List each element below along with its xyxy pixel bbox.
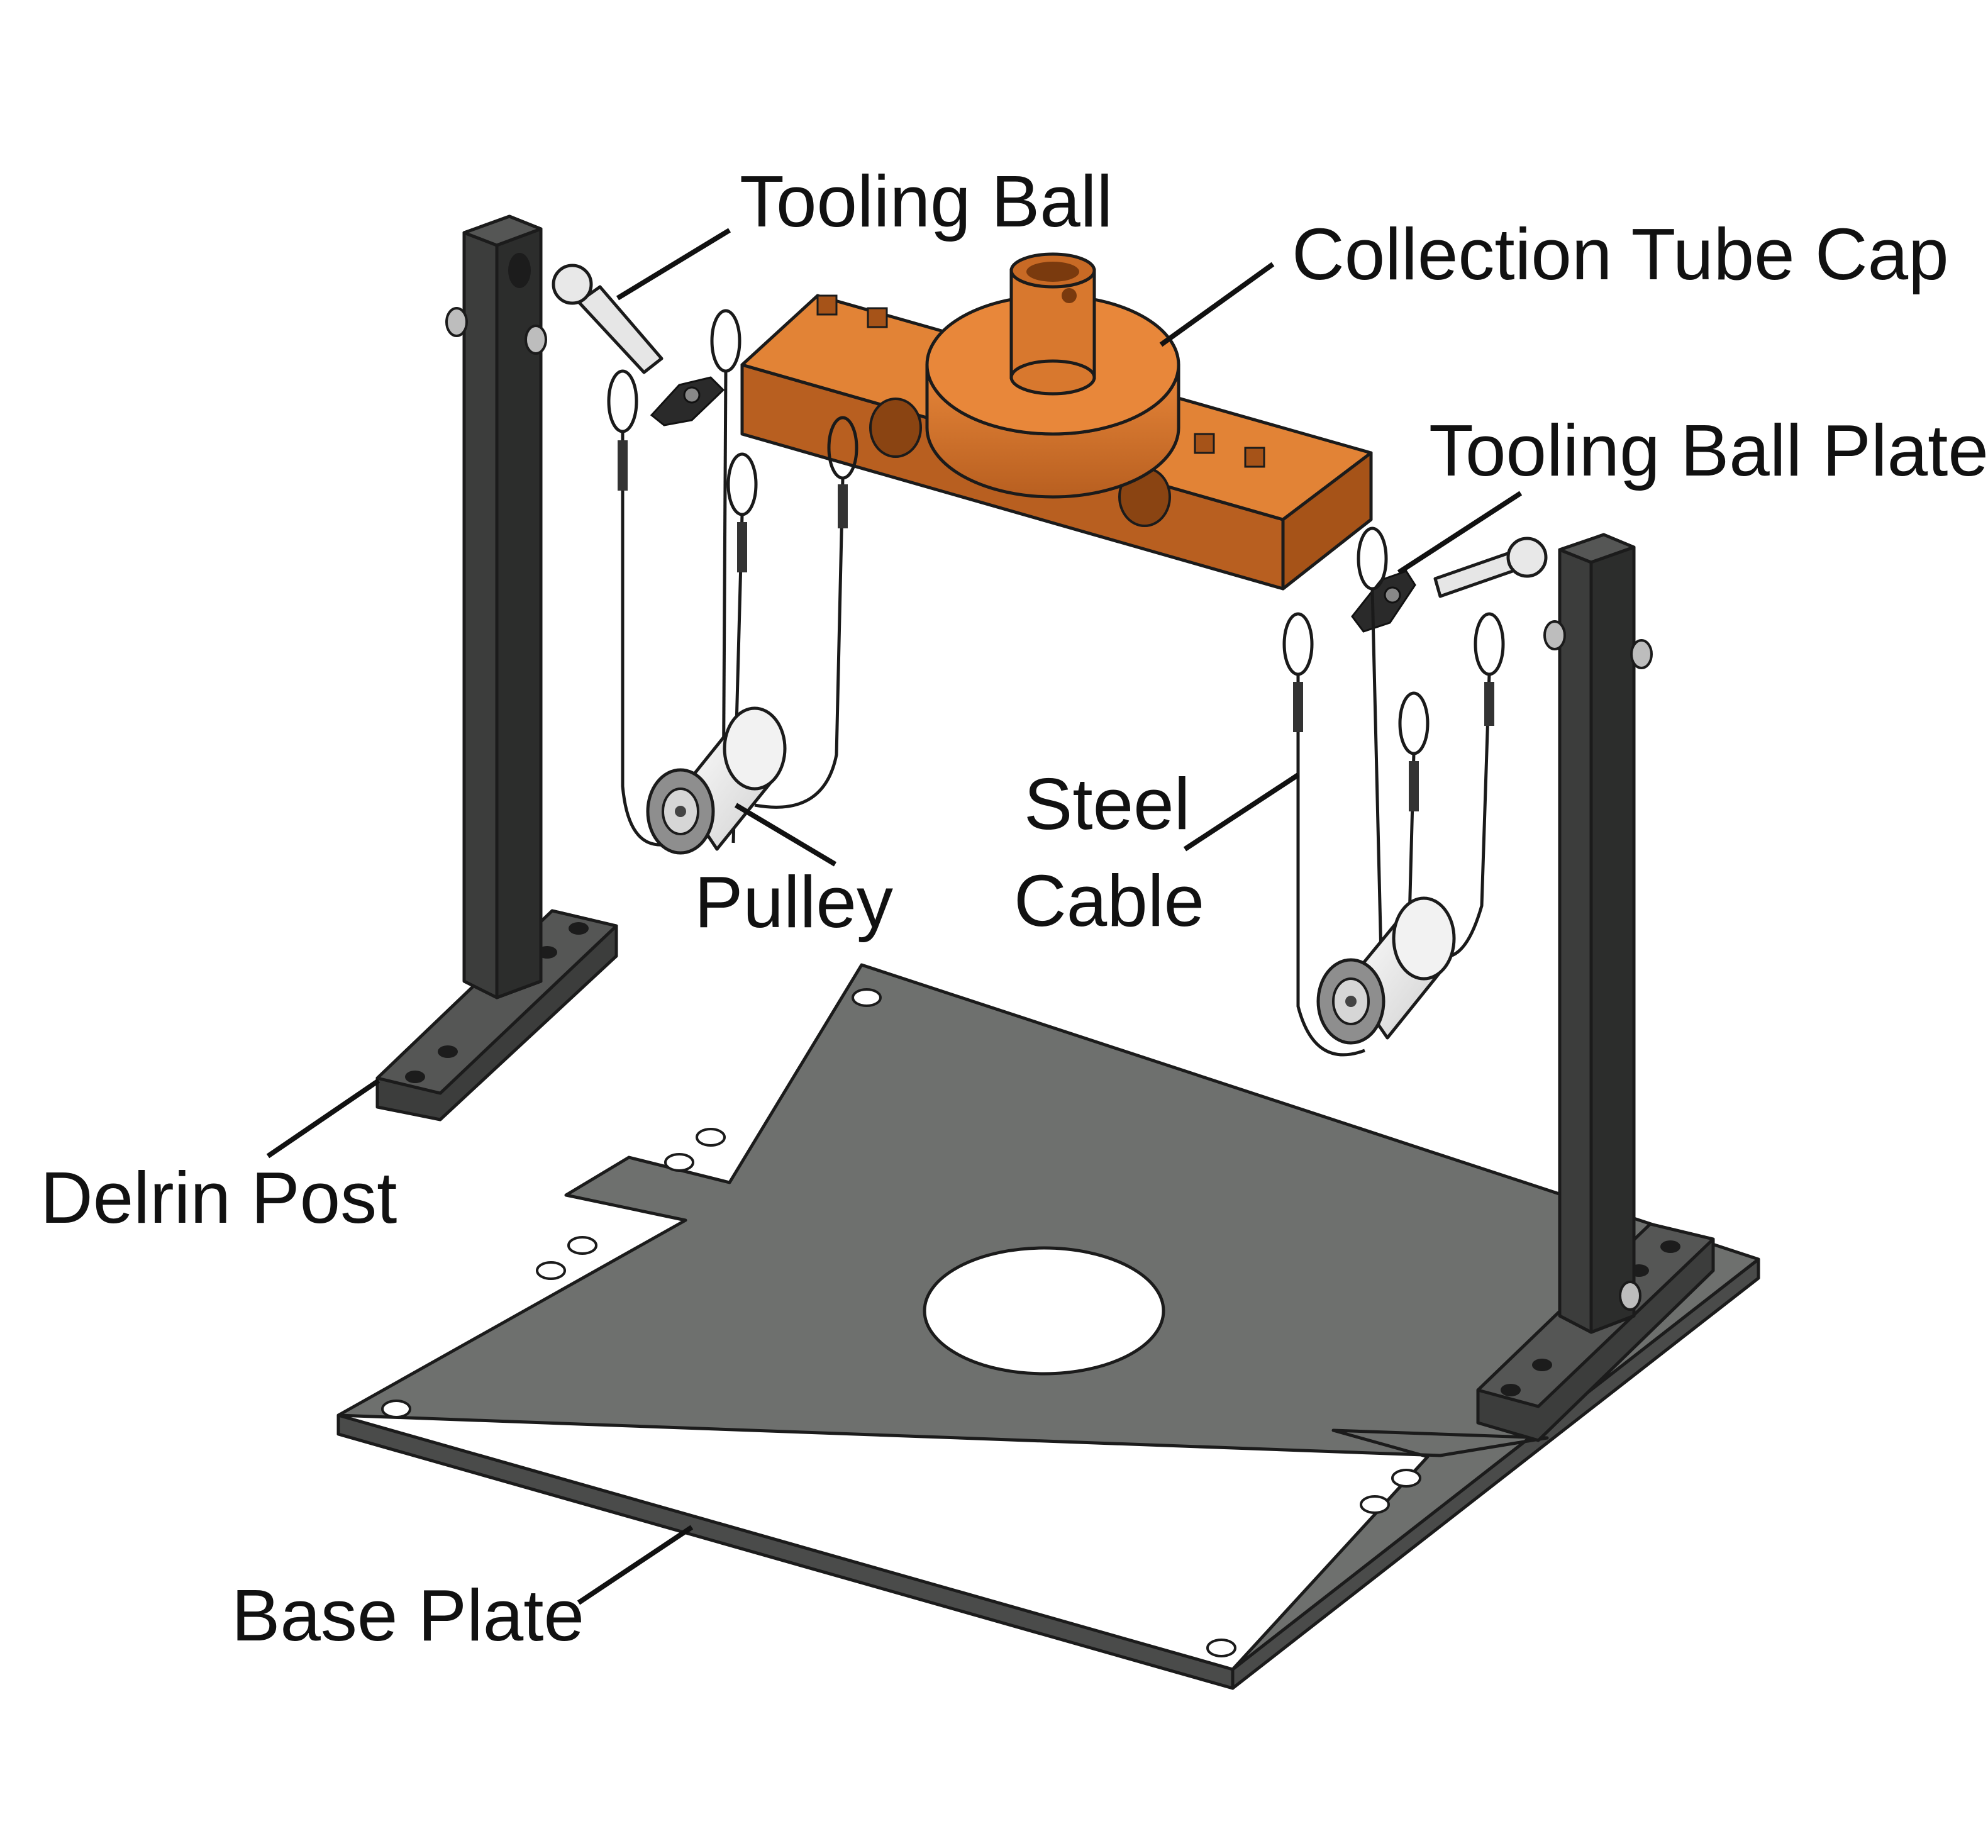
delrin-post-left	[375, 214, 618, 1122]
label-pulley: Pulley	[694, 861, 893, 943]
leader-base-plate	[577, 1525, 694, 1605]
label-steel-cable-line1: Steel	[1024, 763, 1190, 845]
tooling-ball-left	[552, 264, 664, 374]
base-plate-holes	[381, 988, 1421, 1657]
leader-steel-cable	[1183, 772, 1300, 852]
label-steel-cable-line2: Cable	[1014, 860, 1204, 942]
tooling-ball-plate-right	[1351, 570, 1416, 633]
label-tooling-ball-plate: Tooling Ball Plate	[1429, 409, 1988, 491]
steel-cable-right	[1282, 526, 1505, 1057]
collection-tube-cap	[740, 252, 1373, 591]
leader-tooling-ball-plate	[1397, 491, 1523, 575]
base-plate	[336, 963, 1760, 1690]
post-left-knobs	[445, 307, 547, 355]
delrin-post-right	[1476, 533, 1715, 1442]
label-base-plate: Base Plate	[231, 1574, 584, 1656]
pulley-left	[646, 706, 787, 855]
leader-delrin-post	[266, 1078, 380, 1159]
label-collection-tube-cap: Collection Tube Cap	[1292, 213, 1949, 295]
post-right-knobs	[1543, 620, 1653, 1311]
base-plate-center-hole	[923, 1246, 1165, 1376]
pulley-right	[1316, 896, 1456, 1045]
leader-lines	[266, 228, 1523, 1605]
label-delrin-post: Delrin Post	[40, 1157, 397, 1238]
label-tooling-ball: Tooling Ball	[740, 160, 1113, 242]
leader-collection-tube-cap	[1159, 262, 1275, 347]
tooling-ball-right	[1433, 537, 1548, 598]
tooling-ball-plate-left	[650, 376, 725, 426]
leader-pulley	[734, 803, 837, 867]
leader-tooling-ball	[616, 228, 731, 301]
